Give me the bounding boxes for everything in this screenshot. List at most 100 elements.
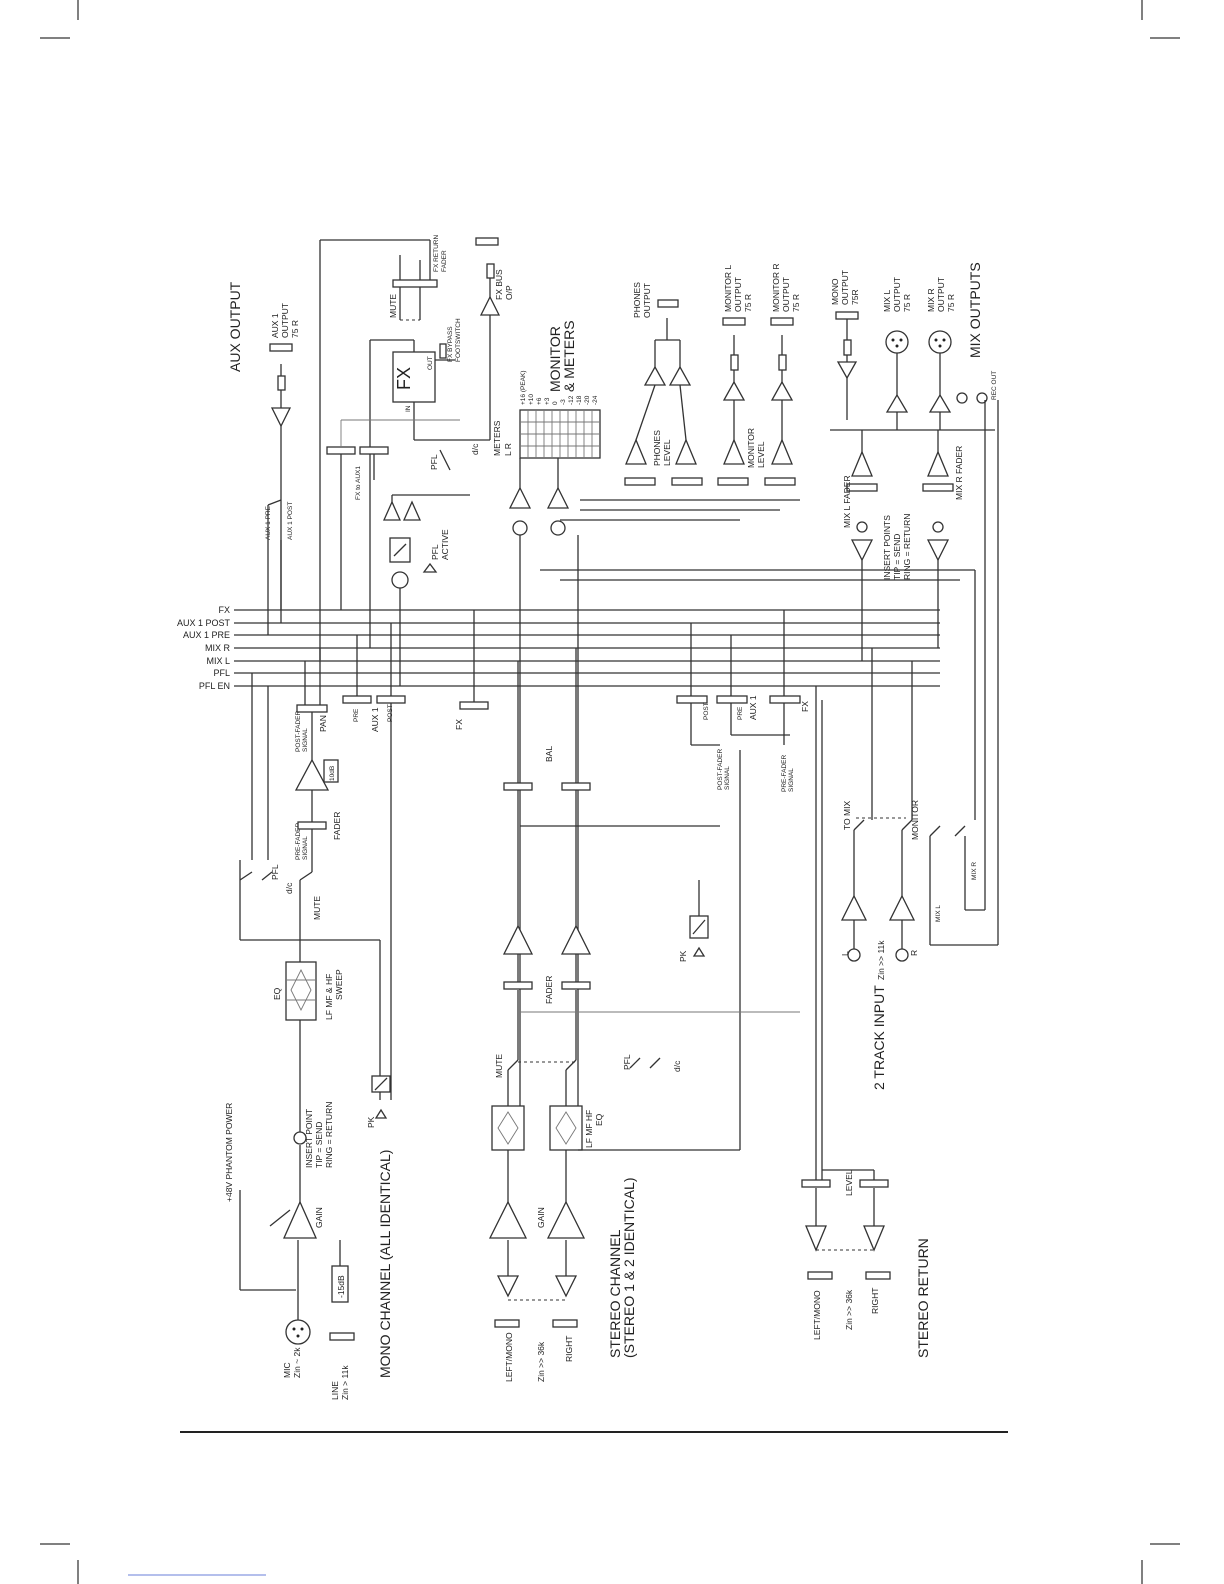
svg-text:MIC: MIC [282,1362,292,1378]
fx-block-label: FX [394,367,414,390]
svg-text:Zin >> 11k: Zin >> 11k [876,940,886,980]
pfl-detect-circle [391,571,409,589]
svg-text:75 R: 75 R [946,294,956,312]
meter-amp-l-icon [508,486,532,509]
svg-text:0: 0 [552,401,559,405]
bus-labels: FX AUX 1 POST AUX 1 PRE MIX R MIX L PFL … [177,605,231,691]
mix-r-insert-amp-icon [926,539,950,562]
svg-text:OUTPUT: OUTPUT [936,277,946,312]
aux1-output-label: AUX 1 [270,313,280,338]
svg-text:TIP = SEND: TIP = SEND [892,534,902,580]
svg-text:75 R: 75 R [791,294,801,312]
svg-text:MONITOR R: MONITOR R [771,264,781,312]
svg-text:MIX L: MIX L [882,290,892,312]
svg-text:PRE: PRE [737,706,744,720]
svg-text:RING = RETURN: RING = RETURN [902,514,912,580]
svg-text:+3: +3 [544,397,551,405]
stereo-left-jack-icon [494,1319,520,1328]
crop-marks [40,0,1180,1584]
svg-text:FOOTSWITCH: FOOTSWITCH [455,318,462,362]
svg-text:GAIN: GAIN [536,1207,546,1228]
return-right-jack-icon [865,1271,891,1280]
svg-text:PRE-FADER: PRE-FADER [781,754,788,792]
svg-text:PRE: PRE [353,708,360,722]
meter-amp-r-icon [546,486,570,509]
stereo-eq-block-l [491,1105,525,1151]
svg-text:PK: PK [366,1116,376,1128]
svg-text:MUTE: MUTE [494,1054,504,1078]
svg-text:IN: IN [405,405,412,412]
svg-text:+48V PHANTOM POWER: +48V PHANTOM POWER [224,1103,234,1202]
svg-text:+16 (PEAK): +16 (PEAK) [520,370,527,405]
svg-text:10dB: 10dB [329,766,336,781]
svg-text:TIP = SEND: TIP = SEND [314,1122,324,1168]
svg-text:SIGNAL: SIGNAL [724,766,731,790]
svg-text:FADER: FADER [441,250,448,272]
svg-text:LEFT/MONO: LEFT/MONO [504,1332,514,1382]
svg-text:FX RETURN: FX RETURN [433,235,440,273]
svg-text:OUTPUT: OUTPUT [781,277,791,312]
svg-text:RIGHT: RIGHT [870,1288,880,1314]
title-stereo-channel: STEREO CHANNEL [607,1229,623,1358]
svg-text:R: R [909,950,919,956]
svg-text:OUTPUT: OUTPUT [840,270,850,305]
svg-text:OUTPUT: OUTPUT [892,277,902,312]
svg-text:METERS: METERS [492,420,502,456]
two-track-amp-l-icon [840,894,868,921]
svg-text:75 R: 75 R [290,320,300,338]
svg-text:PHONES: PHONES [652,430,662,466]
svg-text:Zin > 11k: Zin > 11k [340,1365,350,1400]
title-aux-output: AUX OUTPUT [227,281,243,372]
stereo-gain-amp-r-icon [546,1200,586,1239]
svg-text:PFL: PFL [270,864,280,880]
title-mono-channel: MONO CHANNEL (ALL IDENTICAL) [377,1150,393,1378]
monitor-r-amp-icon [770,380,794,401]
svg-text:MONITOR L: MONITOR L [723,265,733,312]
svg-text:SWEEP: SWEEP [334,969,344,1000]
title-2-track-input: 2 TRACK INPUT [871,985,887,1090]
meters-section: METERS L R +16 (PEAK) +10 +6 +3 0 -3 -12… [492,370,601,1150]
mix-outputs-section: MONO OUTPUT 75R MIX L OUTPUT 75 R MIX R … [830,270,998,661]
bus-lines [234,609,940,687]
aux1-output-jack-icon [269,343,293,352]
fx-bus-jack-icon [475,237,499,246]
fx-mute-label: MUTE [388,294,398,318]
svg-text:-18: -18 [576,395,583,405]
svg-text:AUX 1: AUX 1 [370,707,380,732]
title-mix-outputs: MIX OUTPUTS [967,262,983,358]
pan-pot-icon [296,704,328,713]
aux1-post-label: AUX 1 POST [287,502,294,540]
svg-text:Zin >> 36k: Zin >> 36k [844,1289,854,1330]
svg-text:75R: 75R [850,289,860,305]
phones-level-r-icon [675,438,697,465]
svg-text:FX BUS: FX BUS [494,269,504,300]
svg-text:-20: -20 [584,395,591,405]
svg-text:MIX R: MIX R [971,862,978,880]
svg-text:AUX 1: AUX 1 [748,695,758,720]
phones-monitor-section: PHONES OUTPUT PHONES LEVEL MONITOR L OUT… [560,264,801,521]
boost-box [323,759,339,783]
svg-text:ACTIVE: ACTIVE [440,529,450,560]
svg-text:L: L [840,951,850,956]
svg-text:OUT: OUT [427,356,434,370]
svg-text:LEFT/MONO: LEFT/MONO [812,1290,822,1340]
svg-text:LINE: LINE [330,1381,340,1400]
svg-text:INSERT POINTS: INSERT POINTS [882,515,892,580]
svg-text:-12: -12 [568,395,575,405]
svg-text:d/c: d/c [470,443,480,455]
bus-aux1-pre: AUX 1 PRE [183,630,230,640]
bus-mix-r: MIX R [205,643,231,653]
svg-text:PFL: PFL [429,454,439,470]
mono-fader-icon [297,821,327,830]
fx-to-aux1-pot-icon [326,446,356,455]
svg-text:SIGNAL: SIGNAL [302,836,309,860]
svg-text:LF MF HF: LF MF HF [584,1110,594,1148]
svg-text:Zin ~ 2k: Zin ~ 2k [292,1347,302,1378]
svg-text:d/c: d/c [284,882,294,894]
svg-text:Zin >> 36k: Zin >> 36k [536,1341,546,1382]
svg-text:O/P: O/P [504,285,514,300]
svg-text:SIGNAL: SIGNAL [788,768,795,792]
mix-l-xlr-icon [885,330,909,354]
svg-text:LEVEL: LEVEL [756,441,766,468]
